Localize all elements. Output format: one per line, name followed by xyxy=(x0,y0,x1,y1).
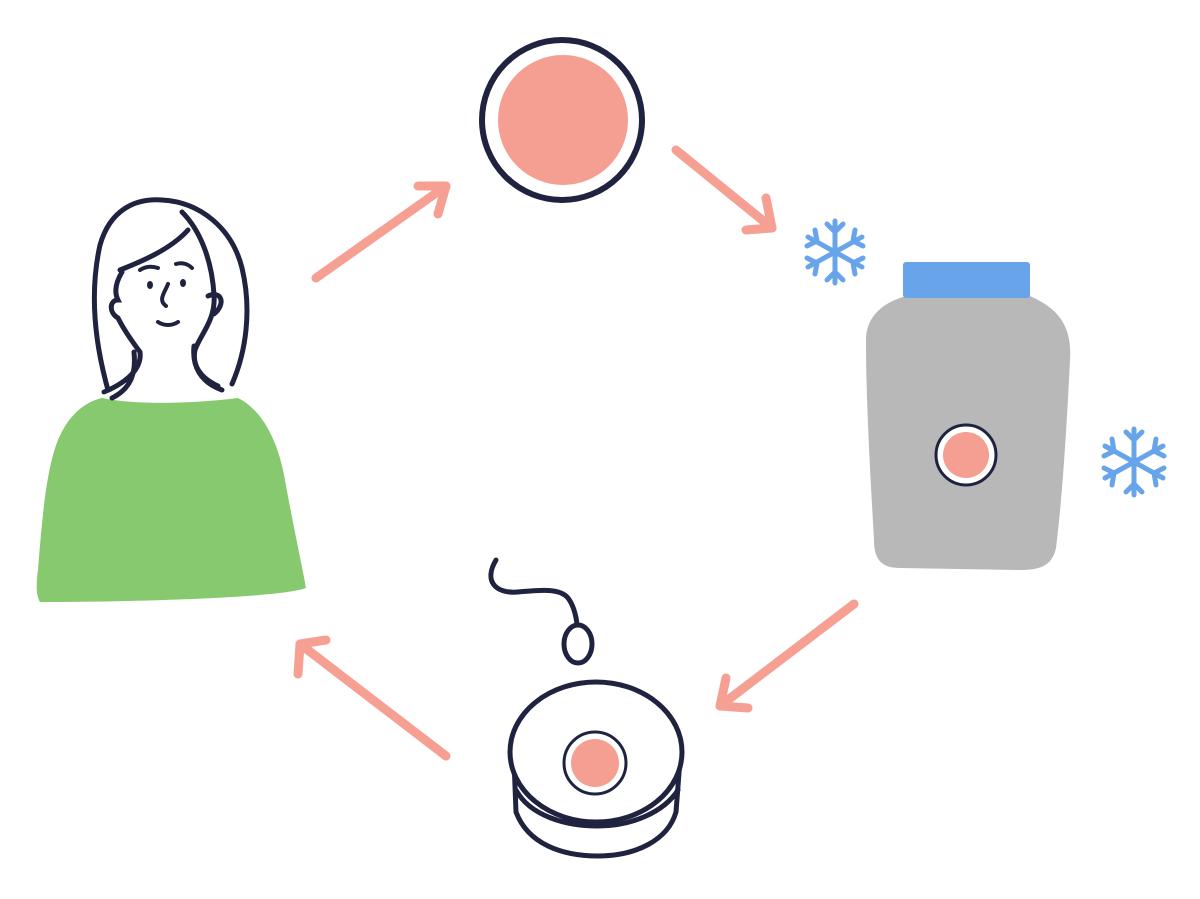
dish-egg-inner xyxy=(571,739,619,787)
petri-dish-icon xyxy=(507,679,685,859)
arrow-tank-to-dish xyxy=(715,599,859,713)
eye-left xyxy=(147,281,153,289)
arrow-dish-to-woman xyxy=(293,635,451,761)
arrow-woman-to-egg xyxy=(311,181,451,283)
eyebrow-left xyxy=(138,264,160,272)
neck xyxy=(109,349,137,401)
nose xyxy=(160,282,170,308)
sweater xyxy=(36,398,307,602)
mouth xyxy=(156,320,180,327)
dish-rim-line xyxy=(513,787,681,829)
eyebrow-right xyxy=(174,261,194,270)
hair-outline xyxy=(91,197,250,393)
woman-icon xyxy=(36,197,307,602)
arrow-egg-to-tank xyxy=(671,145,777,235)
sperm-icon xyxy=(488,557,595,666)
eye-right xyxy=(180,279,186,287)
ear-right xyxy=(205,292,224,317)
snowflake-icon xyxy=(804,218,866,286)
face-left xyxy=(101,269,143,395)
cryo-tank-icon xyxy=(866,262,1071,570)
egg-inner xyxy=(498,55,628,185)
tank-lid xyxy=(903,262,1030,298)
sperm-tail xyxy=(488,557,580,627)
snowflake-icon xyxy=(1101,426,1167,498)
tank-egg-inner xyxy=(943,432,989,478)
hair-strand xyxy=(179,209,221,389)
egg-cell-icon xyxy=(479,37,645,203)
hair-fringe xyxy=(117,227,191,273)
sperm-head xyxy=(561,622,595,666)
neck-right xyxy=(191,343,225,393)
